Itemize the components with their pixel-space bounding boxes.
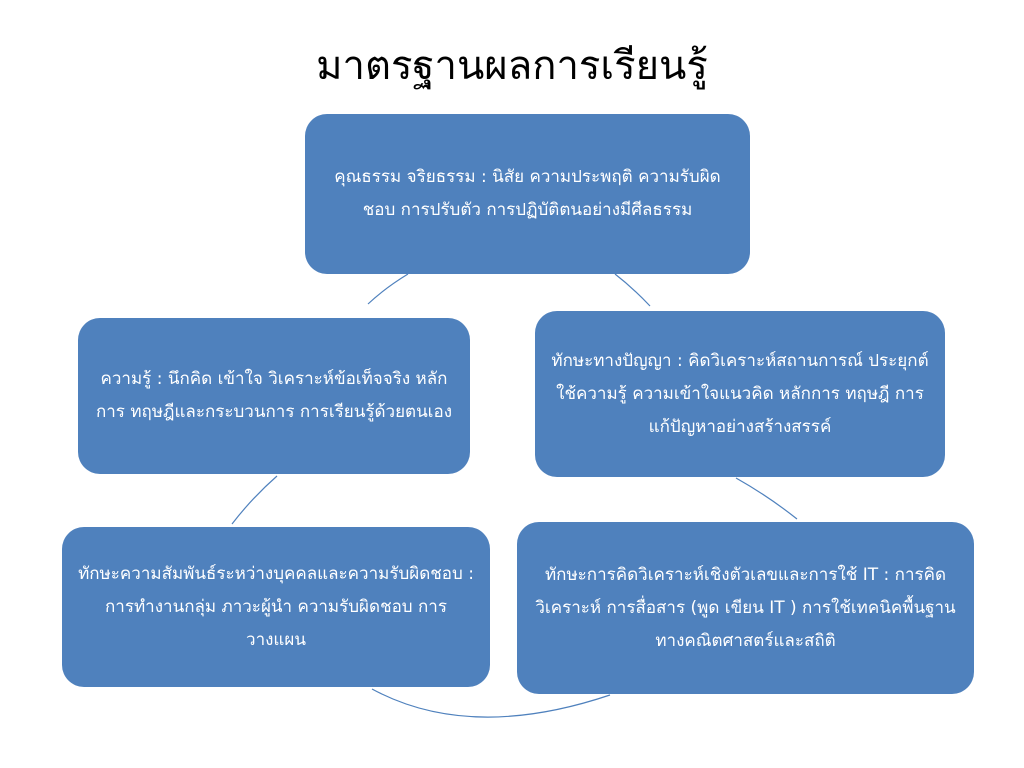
numerical-it-skills-text: ทักษะการคิดวิเคราะห์เชิงตัวเลขและการใช้ … xyxy=(535,564,956,651)
knowledge-box: ความรู้ : นึกคิด เข้าใจ วิเคราะห์ข้อเท็จ… xyxy=(78,318,470,474)
connector-ethics-cognitive xyxy=(614,273,651,307)
interpersonal-skills-text: ทักษะความสัมพันธ์ระหว่างบุคคลและความรับผ… xyxy=(78,563,474,650)
connector-knowledge-relations xyxy=(231,475,278,525)
connector-ethics-knowledge xyxy=(367,273,409,305)
connector-cognitive-numerical xyxy=(735,477,798,520)
knowledge-text: ความรู้ : นึกคิด เข้าใจ วิเคราะห์ข้อเท็จ… xyxy=(95,369,453,422)
numerical-it-skills-box: ทักษะการคิดวิเคราะห์เชิงตัวเลขและการใช้ … xyxy=(517,522,974,694)
ethics-box: คุณธรรม จริยธรรม : นิสัย ความประพฤติ ควา… xyxy=(305,114,750,274)
slide-title: มาตรฐานผลการเรียนรู้ xyxy=(316,43,708,89)
connector-relations-numerical xyxy=(371,688,611,718)
cognitive-skills-box: ทักษะทางปัญญา : คิดวิเคราะห์สถานการณ์ ปร… xyxy=(535,311,945,477)
cognitive-skills-text: ทักษะทางปัญญา : คิดวิเคราะห์สถานการณ์ ปร… xyxy=(551,350,929,437)
ethics-text: คุณธรรม จริยธรรม : นิสัย ความประพฤติ ควา… xyxy=(334,167,721,220)
interpersonal-skills-box: ทักษะความสัมพันธ์ระหว่างบุคคลและความรับผ… xyxy=(62,527,490,687)
